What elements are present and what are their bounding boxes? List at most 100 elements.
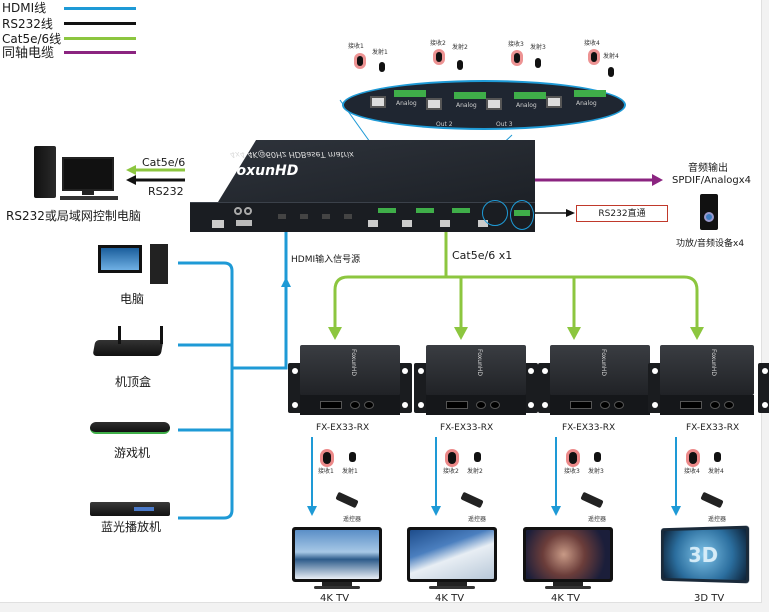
- ir-receiver-icon: [323, 452, 331, 464]
- pc-tower-icon: [34, 146, 56, 198]
- hdmi-line-to-matrix: [232, 232, 288, 370]
- tv-stand: [553, 582, 583, 586]
- cat-out-port-2: [402, 220, 412, 227]
- rx3-ir-tx-label: 发射3: [588, 468, 604, 475]
- zoom-ir-tx-3: 发射3: [530, 44, 546, 51]
- hdmi-out-port: [570, 401, 592, 409]
- rj45-port-2: [426, 98, 442, 110]
- rs232-highlight: [510, 200, 534, 230]
- rs232-port: [236, 220, 252, 226]
- mount-ear: [288, 363, 302, 413]
- zoom-ir-rx-1: 接收1: [348, 43, 364, 50]
- mount-ear: [538, 363, 552, 413]
- ir-receiver-icon: [689, 452, 697, 464]
- tv-base: [545, 586, 591, 589]
- ir-emitter-icon: [457, 60, 463, 70]
- hdmi-arrowhead-up: [281, 277, 291, 287]
- hdmi-out-port: [680, 401, 702, 409]
- terminal-block: [378, 208, 396, 213]
- receiver-brand: FoxunHD: [476, 348, 484, 377]
- legend-line-cat: [64, 37, 136, 40]
- ir-control-port: [212, 220, 224, 228]
- tv-picture: [295, 530, 379, 579]
- source-label-bluray: 蓝光播放机: [101, 520, 162, 534]
- rj45-port-1: [370, 96, 386, 108]
- desktop-pc-icon: [98, 245, 142, 273]
- set-top-box-icon: [92, 340, 164, 356]
- control-cat-label: Cat5e/6: [142, 156, 186, 169]
- legend-label-coax: 同轴电缆: [2, 46, 55, 61]
- terminal-block-3: [514, 92, 546, 99]
- legend-label-rs232: RS232线: [2, 17, 53, 31]
- cat-arrowhead-2: [454, 327, 468, 340]
- zoom-ir-tx-4: 发射4: [603, 53, 619, 60]
- bluray-player-icon: [90, 502, 170, 516]
- rj45-port-4: [546, 96, 562, 108]
- ir-emitter-icon: [714, 452, 721, 462]
- zoom-ir-rx-3: 接收3: [508, 41, 524, 48]
- tv-1: [292, 527, 382, 591]
- ir-emitter-icon: [608, 67, 614, 77]
- mount-ear: [524, 363, 538, 413]
- cat-arrowhead-1: [328, 327, 342, 340]
- speaker-cone: [704, 212, 714, 222]
- rx4-ir-tx-label: 发射4: [708, 468, 724, 475]
- legend-line-hdmi: [64, 7, 136, 10]
- hdmi-input-port-4: [344, 214, 352, 219]
- ir-port: [710, 401, 720, 409]
- ir-emitter-icon: [474, 452, 481, 462]
- receiver-body: [660, 345, 754, 395]
- tv-2-label: 4K TV: [435, 593, 465, 604]
- control-pc-label: RS232或局域网控制电脑: [6, 209, 141, 223]
- hdmi-out-port: [446, 401, 468, 409]
- diagram-canvas: HDMI线 RS232线 Cat5e/6线 同轴电缆: [0, 0, 762, 603]
- tv-stand: [437, 582, 467, 586]
- tv-2: [407, 527, 497, 591]
- label-analog-3: Analog: [516, 102, 537, 109]
- receiver-4: FoxunHD: [648, 345, 769, 415]
- source-label-console: 游戏机: [114, 446, 151, 460]
- rs232-passthrough-arrowhead: [566, 209, 575, 217]
- rx1-ir-rx-label: 接收1: [318, 468, 334, 475]
- rx1-ir-tx-label: 发射1: [342, 468, 358, 475]
- mount-ear: [398, 363, 412, 413]
- rx2-ir-rx-label: 接收2: [443, 468, 459, 475]
- ir-emitter-icon: [349, 452, 356, 462]
- tv-1-label: 4K TV: [320, 593, 350, 604]
- keyboard-icon: [60, 196, 118, 200]
- ir-receiver-icon: [448, 452, 456, 464]
- legend-line-rs232: [64, 22, 136, 25]
- cat-distribution-line: [333, 275, 699, 328]
- hdbaset-matrix: 4x4 4K@60Hz HDBaseT matrix FoxunHD: [190, 140, 535, 232]
- zoom-ir-tx-1: 发射1: [372, 49, 388, 56]
- antenna: [160, 326, 163, 344]
- ir-receiver-icon: [591, 52, 597, 62]
- rs232-arrowhead-pc: [126, 175, 136, 185]
- ir-receiver-icon: [436, 52, 442, 62]
- zoom-ir-tx-2: 发射2: [452, 44, 468, 51]
- tv-4-label: 3D TV: [694, 593, 725, 604]
- receiver-2-model: FX-EX33-RX: [440, 423, 494, 433]
- receiver-1: FoxunHD: [288, 345, 412, 415]
- ir-emitter-icon: [594, 452, 601, 462]
- ir-port: [476, 401, 486, 409]
- coax-arrowhead-audio: [652, 174, 663, 186]
- source-label-pc: 电脑: [120, 292, 145, 306]
- control-rs232-label: RS232: [148, 185, 184, 198]
- tv-screen: [407, 527, 497, 582]
- matrix-brand-text: FoxunHD: [228, 163, 299, 179]
- legend-line-coax: [64, 51, 136, 54]
- legend-label-cat: Cat5e/6线: [2, 32, 62, 46]
- receiver-body: [550, 345, 650, 395]
- ir-emitter-icon: [535, 58, 541, 68]
- tv-3: [523, 527, 613, 591]
- ir-jack: [234, 207, 242, 215]
- speaker-icon: [700, 194, 718, 230]
- tv-picture: [410, 530, 494, 579]
- audio-out-title: 音频输出: [688, 163, 728, 174]
- receiver-3-model: FX-EX33-RX: [562, 423, 616, 433]
- ir-port: [724, 401, 734, 409]
- receiver-brand: FoxunHD: [350, 348, 358, 377]
- rx4-ir-rx-label: 接收4: [684, 468, 700, 475]
- ir-port: [600, 401, 610, 409]
